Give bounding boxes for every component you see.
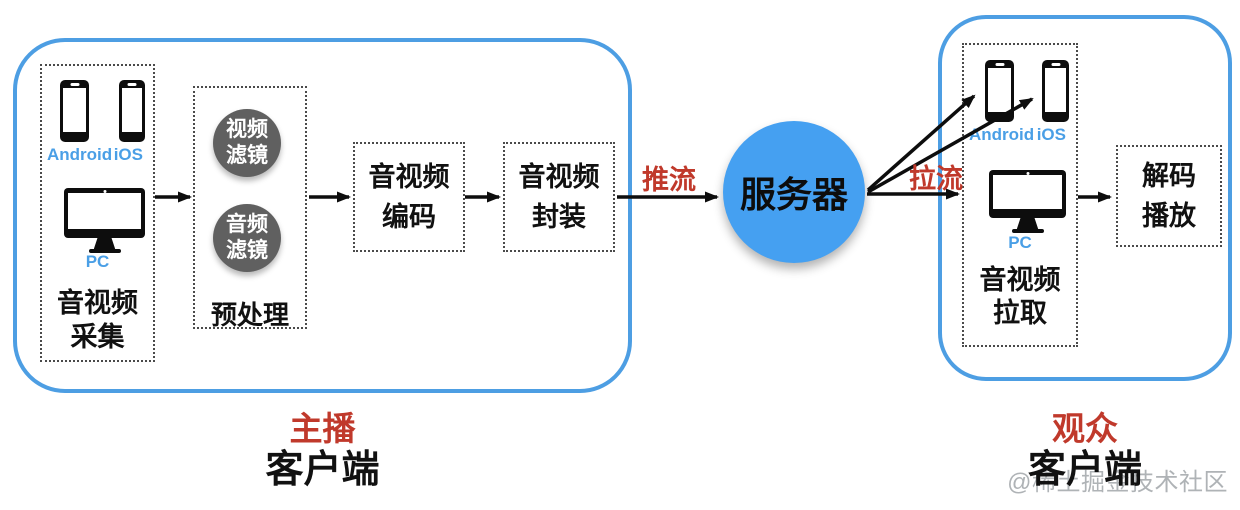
encode-line1: 音视频 bbox=[368, 162, 450, 192]
audio-filter-line2: 滤镜 bbox=[226, 239, 268, 262]
android-label: Android bbox=[969, 125, 1035, 144]
viewer-caption-group: 观众 客户端 bbox=[938, 410, 1232, 492]
monitor-stand bbox=[1016, 218, 1039, 230]
capture-caption-line2: 采集 bbox=[70, 322, 125, 352]
encode-line2: 编码 bbox=[382, 202, 436, 232]
android-label: Android bbox=[47, 145, 113, 164]
pull-caption-line1: 音视频 bbox=[979, 265, 1061, 295]
host-role-label: 主播 bbox=[289, 410, 356, 447]
preprocess-box: 视频 滤镜 音频 滤镜 预处理 bbox=[193, 86, 307, 330]
pc-label: PC bbox=[85, 252, 110, 271]
pull-caption-line2: 拉取 bbox=[993, 298, 1047, 328]
push-stream-label: 推流 bbox=[642, 165, 696, 195]
video-filter-circle: 视频 滤镜 bbox=[213, 109, 281, 177]
pc-monitor-icon bbox=[989, 170, 1066, 233]
phone-screen bbox=[988, 68, 1011, 112]
pull-stream-label: 拉流 bbox=[909, 164, 963, 194]
pull-caption: 音视频 拉取 bbox=[964, 264, 1076, 330]
monitor-stand bbox=[93, 238, 116, 250]
decode-line2: 播放 bbox=[1142, 201, 1196, 231]
host-caption-group: 主播 客户端 bbox=[13, 410, 632, 492]
monitor-foot bbox=[1011, 229, 1044, 233]
phone-speaker bbox=[70, 83, 79, 86]
phone-screen bbox=[122, 88, 142, 132]
av-capture-box: Android iOS PC 音视频 采集 bbox=[40, 64, 155, 362]
mux-line1: 音视频 bbox=[518, 162, 600, 192]
android-phone-icon bbox=[985, 60, 1014, 122]
phone-screen bbox=[63, 88, 86, 132]
viewer-role-label: 观众 bbox=[1052, 410, 1118, 447]
phone-screen bbox=[1045, 68, 1066, 112]
ios-phone-icon bbox=[1042, 60, 1069, 122]
video-filter-line2: 滤镜 bbox=[226, 144, 268, 167]
phone-speaker bbox=[127, 83, 137, 86]
viewer-client-label: 客户端 bbox=[1027, 449, 1142, 491]
phone-speaker bbox=[1051, 63, 1060, 66]
monitor-screen bbox=[993, 175, 1062, 209]
watermark: @稀土掘金技术社区 bbox=[1007, 469, 1228, 496]
mux-line2: 封装 bbox=[532, 202, 586, 232]
host-client-label: 客户端 bbox=[265, 449, 380, 491]
ios-label: iOS bbox=[113, 145, 143, 164]
audio-filter-line1: 音频 bbox=[226, 213, 268, 236]
monitor-foot bbox=[88, 249, 121, 253]
host-client-frame bbox=[13, 38, 632, 393]
monitor-camera bbox=[103, 189, 106, 193]
android-phone-icon bbox=[60, 80, 89, 142]
av-encode-box: 音视频 编码 bbox=[353, 142, 465, 252]
viewer-client-frame bbox=[938, 15, 1232, 381]
preprocess-caption: 预处理 bbox=[210, 300, 289, 330]
capture-caption-line1: 音视频 bbox=[57, 288, 138, 318]
server-label: 服务器 bbox=[739, 174, 848, 215]
pc-monitor-icon bbox=[64, 188, 145, 253]
video-filter-line1: 视频 bbox=[226, 118, 268, 141]
pc-label: PC bbox=[1008, 233, 1032, 252]
phone-speaker bbox=[995, 63, 1004, 66]
ios-label: iOS bbox=[1036, 125, 1066, 144]
av-mux-box: 音视频 封装 bbox=[503, 142, 615, 252]
decode-play-box: 解码 播放 bbox=[1116, 145, 1222, 247]
ios-phone-icon bbox=[119, 80, 145, 142]
audio-filter-circle: 音频 滤镜 bbox=[213, 204, 281, 272]
server-circle: 服务器 bbox=[723, 121, 865, 263]
capture-caption: 音视频 采集 bbox=[42, 286, 153, 354]
monitor-screen bbox=[68, 193, 141, 229]
decode-line1: 解码 bbox=[1142, 161, 1196, 191]
